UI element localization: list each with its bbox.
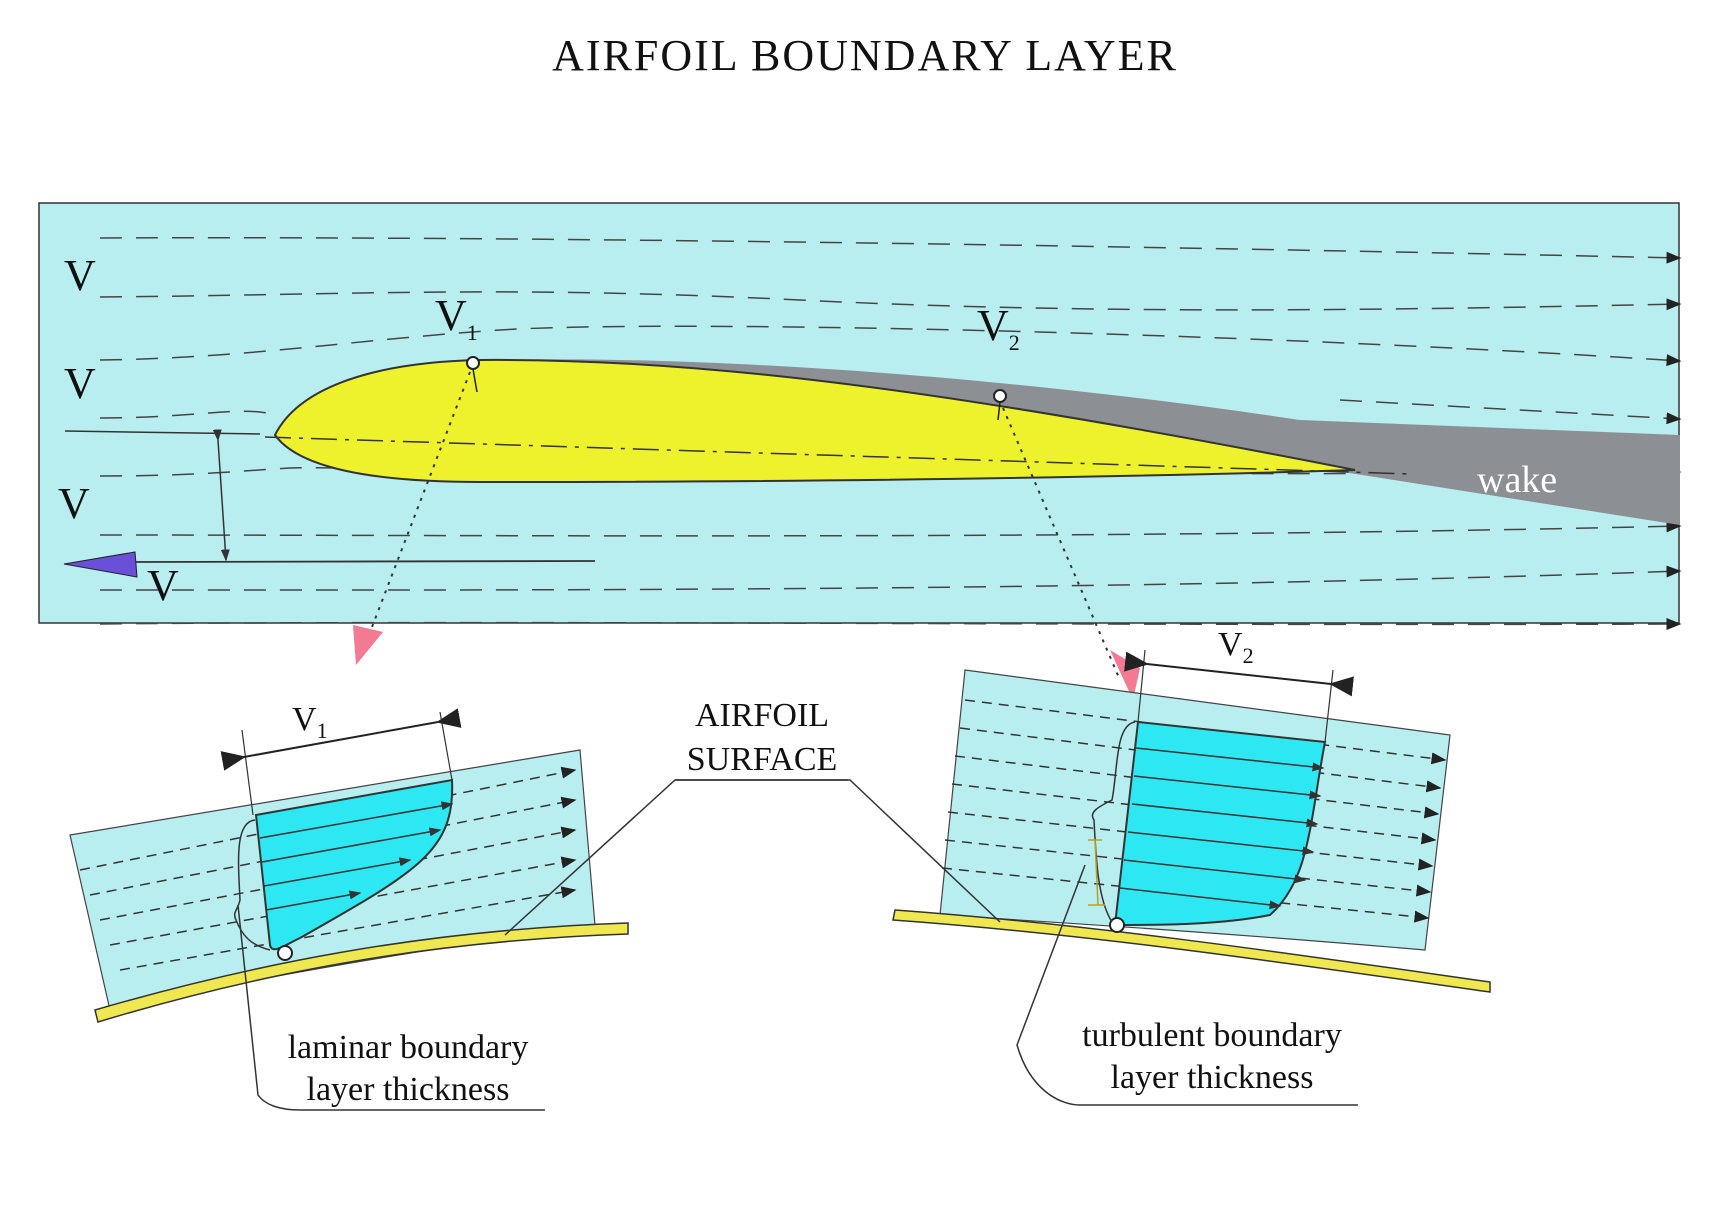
laminar-detail: V1 laminar boundary layer thickness	[69, 701, 629, 1111]
laminar-label-line1: laminar boundary	[288, 1029, 529, 1066]
laminar-label-line2: layer thickness	[307, 1071, 510, 1108]
freestream-label: V	[58, 479, 90, 528]
turbulent-thickness-marker	[1088, 839, 1105, 906]
laminar-v1-label: V1	[292, 701, 328, 743]
point-v2-marker	[993, 389, 1007, 403]
surface-label-line2: SURFACE	[687, 741, 838, 778]
point-v1-marker	[466, 356, 480, 370]
turbulent-v2-dimension	[1124, 651, 1354, 697]
page-title: AIRFOIL BOUNDARY LAYER	[552, 31, 1178, 80]
turbulent-label-line1: turbulent boundary	[1082, 1017, 1342, 1054]
turbulent-velocity-arrows	[1119, 747, 1325, 910]
turbulent-v2-label: V2	[1218, 626, 1254, 668]
freestream-line	[129, 560, 596, 563]
wake-label: wake	[1477, 459, 1557, 501]
offset-arrow	[212, 429, 230, 562]
laminar-velocity-arrows	[259, 801, 454, 911]
freestream-label: V	[64, 359, 96, 408]
surface-label-line1: AIRFOIL	[695, 697, 829, 734]
laminar-surface	[94, 922, 629, 1023]
pointer-head-v1	[353, 625, 383, 665]
pointer-line-v1	[366, 371, 471, 641]
turbulent-surface	[892, 909, 1491, 993]
surface-callout: AIRFOIL SURFACE	[504, 697, 1001, 936]
surface-leader-right	[675, 779, 1001, 923]
turbulent-thickness-brace	[1091, 721, 1136, 923]
streamlines	[99, 236, 1682, 631]
freestream-label: V	[64, 251, 96, 300]
turbulent-label-line2: layer thickness	[1111, 1059, 1314, 1096]
turbulent-detail: V2 turbulent boundary layer thickness	[892, 626, 1491, 1106]
point-v2-label: V2	[977, 301, 1020, 355]
chord-line	[264, 436, 1411, 475]
point-v1-label: V1	[435, 291, 478, 345]
flow-field: V V V V wake V1 V2	[38, 202, 1682, 631]
laminar-thickness-brace	[233, 819, 271, 951]
laminar-velocity-profile	[254, 778, 454, 951]
freestream-label: V	[147, 561, 179, 610]
laminar-v1-dimension	[220, 708, 462, 771]
angle-marker-icon	[63, 551, 138, 578]
